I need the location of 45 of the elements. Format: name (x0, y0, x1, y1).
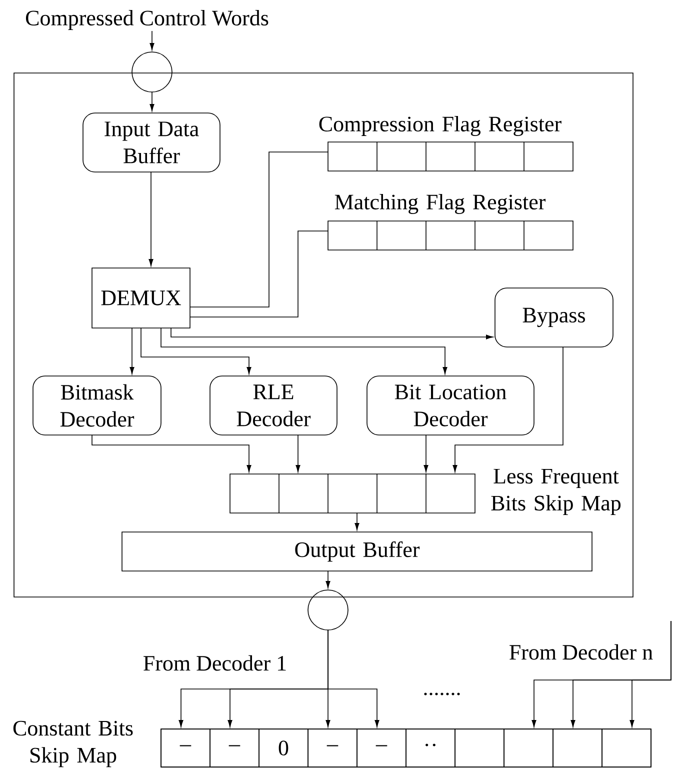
junction-circle (132, 52, 172, 92)
input-label: Compressed Control Words (26, 10, 268, 30)
register-label: Constant Bits Skip Map (13, 720, 133, 768)
junction-circle (308, 590, 348, 630)
arrow (328, 630, 380, 728)
register-cell: – (308, 728, 358, 768)
register-cell (454, 728, 504, 768)
register-cell: 0 (258, 728, 308, 768)
register-cell: – (356, 728, 406, 768)
register-cell: – (210, 728, 260, 768)
decoder-box: RLE Decoder (210, 376, 338, 436)
arrow (630, 620, 672, 728)
register-cell (552, 728, 602, 768)
bypass-box: Bypass (494, 288, 614, 348)
register-label: Matching Flag Register (334, 194, 546, 214)
annotation-label: From Decoder 1 (144, 655, 286, 671)
arrow (354, 512, 360, 530)
ellipsis-dots: ....... (424, 692, 460, 696)
buffer-box: Output Buffer (122, 532, 592, 572)
register-cell: ·· (406, 728, 456, 768)
arrow (296, 434, 300, 472)
annotation-label: From Decoder n (510, 644, 653, 660)
arrow (326, 570, 330, 588)
register-label: Less Frequent Bits Skip Map (491, 468, 621, 516)
arrow (140, 328, 252, 374)
register-cell: – (160, 728, 210, 768)
arrow (170, 328, 494, 340)
demux-box: DEMUX (92, 268, 190, 328)
decoder-box: Bitmask Decoder (32, 376, 162, 436)
arrow (92, 434, 252, 472)
register-cell (602, 728, 652, 768)
arrow (130, 328, 134, 374)
arrow (452, 346, 564, 472)
buffer-box: Input Data Buffer (82, 112, 220, 172)
arrow (150, 30, 154, 50)
arrow (424, 434, 428, 472)
decoder-box: Bit Location Decoder (366, 376, 534, 436)
arrow (150, 92, 154, 112)
arrow (160, 328, 448, 374)
connector-line (190, 230, 328, 318)
connector-line (190, 152, 328, 308)
arrow (148, 172, 154, 266)
register-cell (504, 728, 554, 768)
frame-box (14, 72, 634, 598)
register-label: Compression Flag Register (319, 116, 562, 136)
